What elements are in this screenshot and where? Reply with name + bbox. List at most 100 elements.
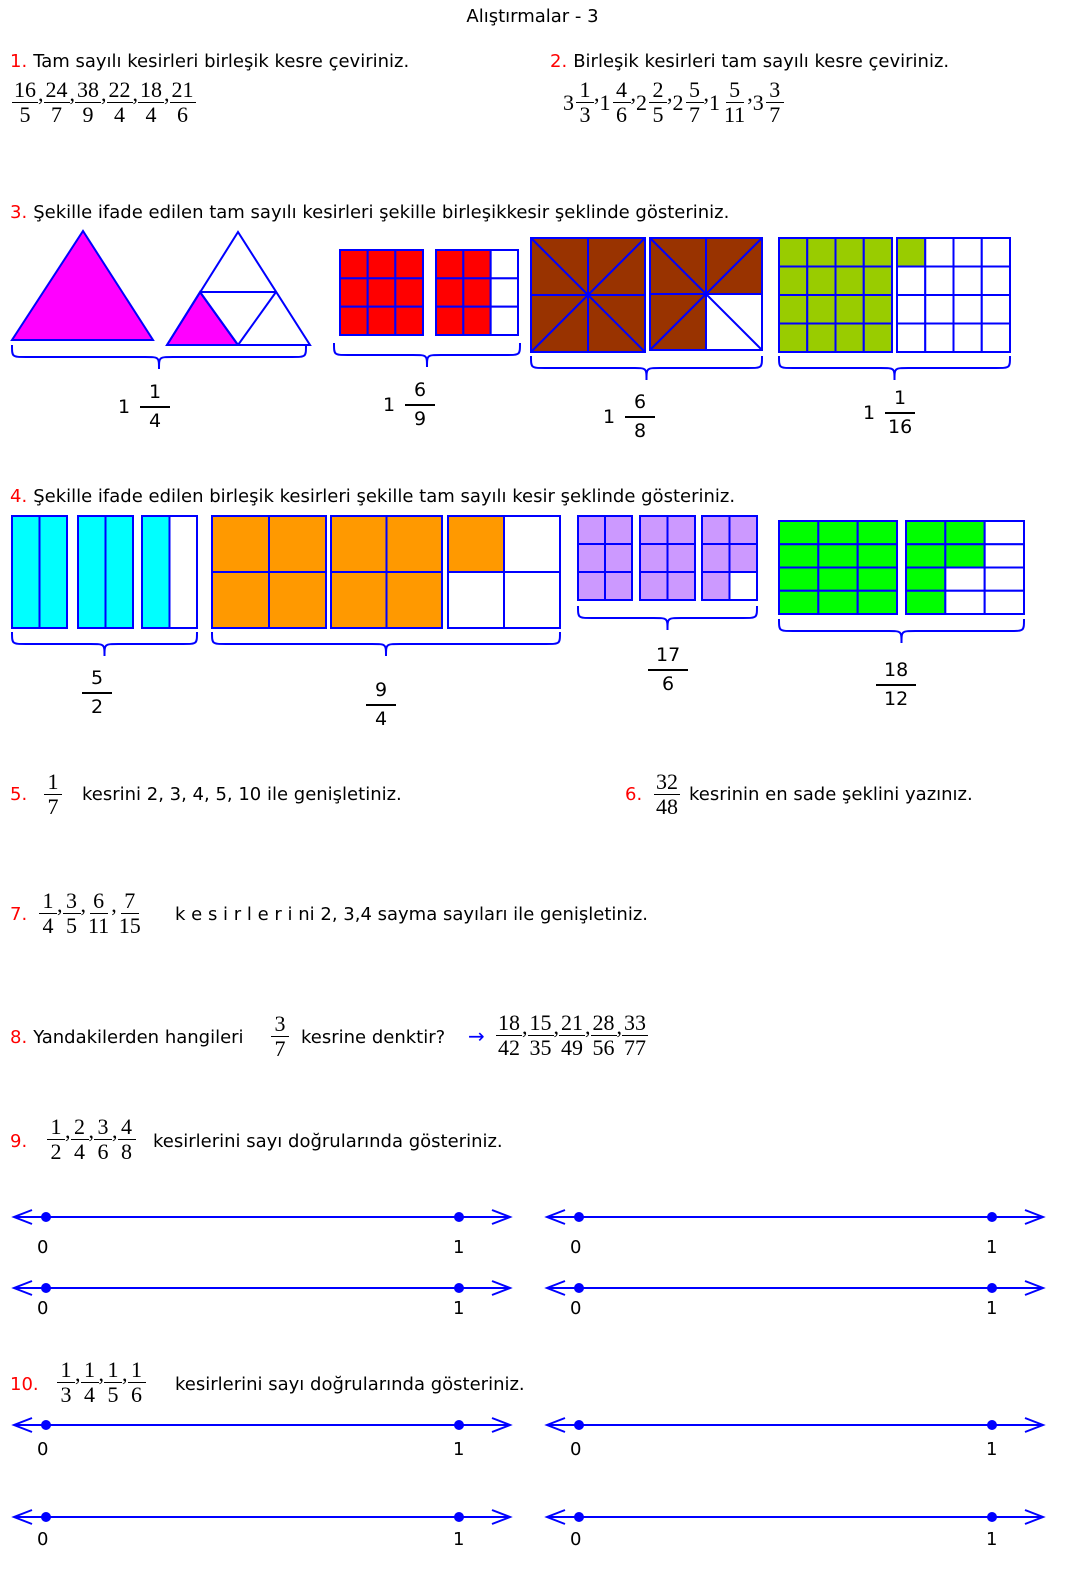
end-label: 1 [986, 1298, 998, 1319]
cell [856, 543, 899, 569]
brace [11, 631, 198, 657]
cell [447, 515, 505, 573]
separator: , [38, 81, 44, 107]
cell [862, 294, 893, 325]
cell [435, 305, 465, 336]
cell [778, 589, 820, 615]
whole-part: 1 [118, 395, 131, 418]
right-arrow-icon [491, 1209, 513, 1225]
end-label: 1 [453, 1439, 465, 1460]
point-zero [574, 1512, 584, 1522]
numerator: 5 [82, 668, 112, 694]
denominator: 15 [118, 913, 141, 939]
cell [639, 515, 669, 545]
cell [394, 249, 425, 280]
numerator: 6 [405, 380, 436, 406]
red-grid-partial [435, 249, 519, 336]
denominator: 7 [51, 102, 62, 128]
question-number: 6. [625, 784, 643, 805]
left-arrow-icon [11, 1280, 33, 1296]
start-label: 0 [37, 1298, 49, 1319]
cell [905, 566, 947, 592]
cell [211, 515, 270, 573]
separator: , [616, 1014, 623, 1040]
denominator: 7 [274, 1036, 286, 1062]
point-zero [41, 1512, 51, 1522]
separator: , [112, 1118, 118, 1144]
cell [924, 322, 955, 353]
cell [462, 249, 492, 280]
orange-squares [211, 515, 561, 629]
point-one [987, 1212, 997, 1222]
numerator: 1 [47, 1114, 65, 1141]
cell [896, 265, 927, 296]
cell [778, 322, 809, 353]
numerator: 2 [70, 1114, 89, 1141]
cell [834, 237, 865, 268]
denominator: 5 [652, 102, 664, 128]
whole-part: 3 [752, 89, 764, 115]
cell [952, 265, 983, 296]
question-1: 1.Tam sayılı kesirleri birleşik kesre çe… [10, 51, 409, 72]
separator: , [585, 1014, 591, 1040]
numerator: 16 [12, 77, 38, 104]
cell [577, 515, 606, 545]
question-text: kesrinin en sade şeklini yazınız. [689, 784, 973, 805]
cell [268, 571, 327, 629]
number-line-graphic [11, 1509, 513, 1525]
right-arrow-icon [1024, 1209, 1046, 1225]
cell [944, 566, 986, 592]
question-text: Şekille ifade edilen birleşik kesirleri … [33, 486, 736, 507]
point-one [454, 1212, 464, 1222]
start-label: 0 [37, 1439, 49, 1460]
cell [856, 520, 899, 546]
question-number: 8. [10, 1027, 28, 1048]
cell [856, 566, 899, 592]
denominator: 7 [47, 794, 59, 820]
left-arrow-icon [544, 1209, 566, 1225]
cell [339, 249, 369, 280]
numerator: 1 [576, 77, 594, 104]
cell [666, 571, 696, 601]
cell [141, 515, 171, 629]
cell [77, 515, 107, 629]
left-arrow-icon [11, 1509, 33, 1525]
lime-grid-partial [896, 237, 1011, 353]
numerator: 7 [120, 888, 139, 915]
denominator: 4 [145, 102, 157, 128]
cyan-rectangles [11, 515, 198, 629]
cell [856, 589, 899, 615]
cell [489, 305, 519, 336]
right-arrow-icon [491, 1509, 513, 1525]
cell [980, 265, 1011, 296]
separator: , [65, 1118, 71, 1144]
denominator: 56 [592, 1035, 615, 1061]
cell [489, 249, 519, 280]
start-label: 0 [570, 1237, 582, 1258]
cell [385, 571, 443, 629]
cell [778, 520, 820, 546]
separator: , [630, 81, 637, 107]
question-number: 3. [10, 202, 28, 223]
numerator: 33 [622, 1010, 648, 1037]
separator: , [522, 1014, 528, 1040]
denominator: 5 [19, 102, 31, 128]
numerator: 1 [80, 1357, 99, 1384]
